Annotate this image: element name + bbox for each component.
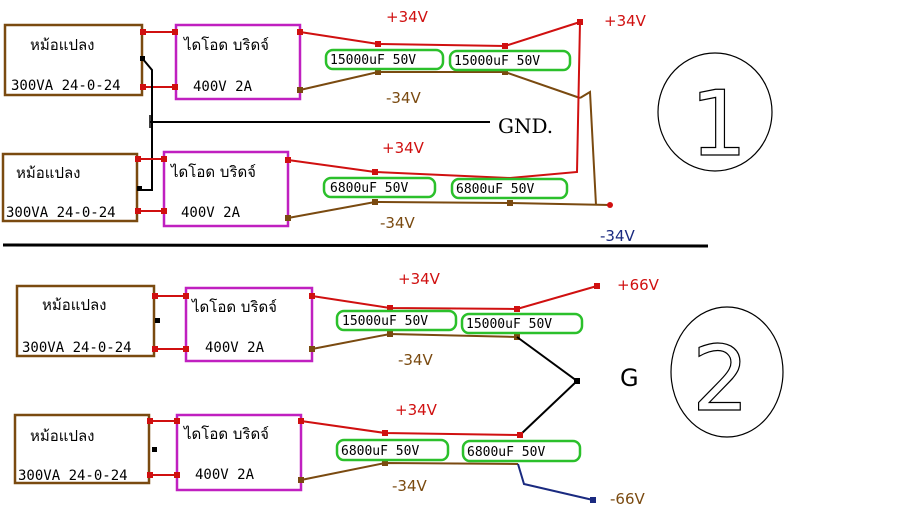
cap-1b2-label: 6800uF 50V — [456, 182, 534, 197]
section-1-number: 1 — [690, 72, 747, 177]
ground-node-label: G — [620, 364, 639, 392]
bridge-2b — [175, 413, 303, 492]
transformer-1a-rating: 300VA 24-0-24 — [11, 78, 121, 94]
cap-2b2 — [461, 439, 582, 463]
voltage-1-bot-neg: -34V — [380, 214, 415, 232]
voltage-2-out-pos: +66V — [617, 276, 660, 294]
bridge-2a-rating: 400V 2A — [205, 340, 265, 356]
cap-2b1-label: 6800uF 50V — [341, 444, 419, 459]
section-2: หม้อแปลง 300VA 24-0-24 ไดโอด บริดจ์ 400V… — [13, 270, 784, 508]
bridge-1b — [162, 150, 290, 228]
transformer-1b-name: หม้อแปลง — [16, 164, 81, 182]
transformer-1a-name: หม้อแปลง — [30, 36, 95, 54]
cap-1a1-label: 15000uF 50V — [330, 53, 416, 68]
bridge-2b-name: ไดโอด บริดจ์ — [183, 425, 269, 443]
transformer-2a-rating: 300VA 24-0-24 — [22, 340, 132, 356]
bridge-2a — [184, 286, 314, 363]
cap-2a2-label: 15000uF 50V — [466, 317, 552, 332]
gnd-label: GND. — [498, 114, 553, 138]
voltage-2-out-neg: -66V — [610, 490, 645, 508]
bridge-1b-rating: 400V 2A — [181, 205, 241, 221]
transformer-2a — [15, 284, 156, 358]
bridge-2a-name: ไดโอด บริดจ์ — [191, 298, 277, 316]
transformer-2b — [13, 413, 151, 485]
cap-2a1 — [335, 309, 458, 332]
cap-1a1 — [324, 48, 445, 71]
voltage-2-bot-neg: -34V — [392, 477, 427, 495]
voltage-1-out-neg: -34V — [600, 227, 635, 245]
voltage-1-out-pos: +34V — [604, 12, 647, 30]
transformer-1a — [3, 23, 144, 97]
cap-2b1 — [335, 438, 450, 462]
voltage-1-top-pos: +34V — [386, 8, 429, 26]
voltage-2-top-pos: +34V — [398, 270, 441, 288]
voltage-2-top-neg: -34V — [398, 351, 433, 369]
bridge-1a — [174, 23, 302, 101]
section-2-number: 2 — [692, 327, 749, 432]
bridge-1a-rating: 400V 2A — [193, 79, 253, 95]
cap-1b2 — [450, 177, 569, 200]
cap-2b2-label: 6800uF 50V — [467, 445, 545, 460]
bridge-1a-name: ไดโอด บริดจ์ — [183, 36, 269, 54]
cap-1a2-label: 15000uF 50V — [454, 54, 540, 69]
cap-2a2 — [460, 312, 584, 335]
transformer-2b-rating: 300VA 24-0-24 — [18, 468, 128, 484]
cap-1a2 — [448, 49, 572, 72]
bridge-2b-rating: 400V 2A — [195, 467, 255, 483]
transformer-1b-rating: 300VA 24-0-24 — [6, 205, 116, 221]
voltage-1-top-neg: -34V — [386, 89, 421, 107]
cap-1b1 — [322, 176, 437, 199]
voltage-1-bot-pos: +34V — [382, 139, 425, 157]
cap-2a1-label: 15000uF 50V — [342, 314, 428, 329]
transformer-2b-name: หม้อแปลง — [30, 427, 95, 445]
section-1: หม้อแปลง 300VA 24-0-24 ไดโอด บริดจ์ 400V… — [1, 8, 773, 245]
transformer-2a-name: หม้อแปลง — [42, 296, 107, 314]
cap-1b1-label: 6800uF 50V — [330, 181, 408, 196]
voltage-2-bot-pos: +34V — [395, 401, 438, 419]
section-divider — [2, 243, 709, 248]
bridge-1b-name: ไดโอด บริดจ์ — [170, 163, 256, 181]
